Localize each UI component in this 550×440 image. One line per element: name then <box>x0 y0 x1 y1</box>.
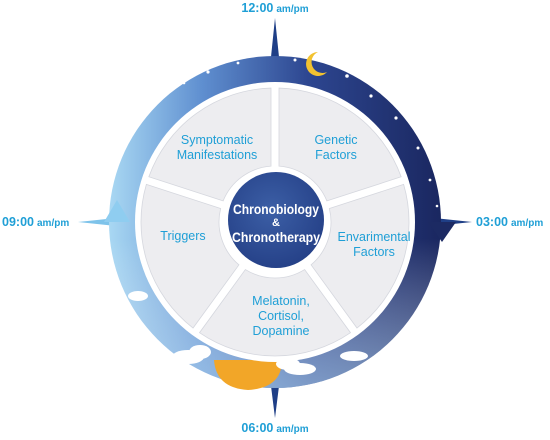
label-triggers: Triggers <box>160 229 205 243</box>
label-symptomatic-1: Symptomatic <box>181 133 253 147</box>
sunrise-scene <box>128 291 368 390</box>
label-hormones-1: Melatonin, <box>252 294 310 308</box>
center-hub: Chronobiology & Chronotherapy <box>224 168 328 272</box>
night-stars <box>124 50 439 208</box>
label-genetic-2: Factors <box>315 148 357 162</box>
star-icon <box>345 74 349 78</box>
label-hormones-2: Cortisol, <box>258 309 304 323</box>
segment-hormones <box>198 269 352 357</box>
label-hormones-3: Dopamine <box>253 324 310 338</box>
star-icon <box>394 116 398 120</box>
star-icon <box>260 50 264 54</box>
center-ampersand: & <box>272 217 280 229</box>
star-icon <box>182 81 186 85</box>
center-title-line1: Chronobiology <box>233 201 319 217</box>
segment-genetic <box>278 87 402 202</box>
star-icon <box>435 204 439 208</box>
star-icon <box>137 116 141 120</box>
star-icon <box>369 94 373 98</box>
segment-symptomatic <box>148 87 272 202</box>
label-environmental-1: Envarimental <box>338 230 411 244</box>
star-icon <box>236 61 240 65</box>
night-arrow-head <box>428 222 456 242</box>
star-icon <box>158 95 162 99</box>
compass-point-top <box>271 18 279 57</box>
compass-point-bottom <box>271 386 279 418</box>
segment-shapes <box>140 87 410 357</box>
cloud-icon <box>128 291 368 375</box>
center-disc <box>228 172 324 268</box>
moon-icon <box>306 52 327 76</box>
label-genetic-1: Genetic <box>314 133 357 147</box>
label-environmental-2: Factors <box>353 245 395 259</box>
star-icon <box>206 70 210 74</box>
sun-icon <box>214 360 282 390</box>
star-icon <box>124 138 128 142</box>
segment-labels: Symptomatic Manifestations Genetic Facto… <box>160 133 410 338</box>
center-title-line2: Chronotherapy <box>232 229 320 245</box>
label-symptomatic-2: Manifestations <box>177 148 258 162</box>
day-arrow-head <box>104 200 130 222</box>
segment-triggers <box>140 183 240 329</box>
star-icon <box>293 58 297 62</box>
star-icon <box>428 178 432 182</box>
segment-environmental <box>310 183 410 329</box>
star-icon <box>416 146 420 150</box>
